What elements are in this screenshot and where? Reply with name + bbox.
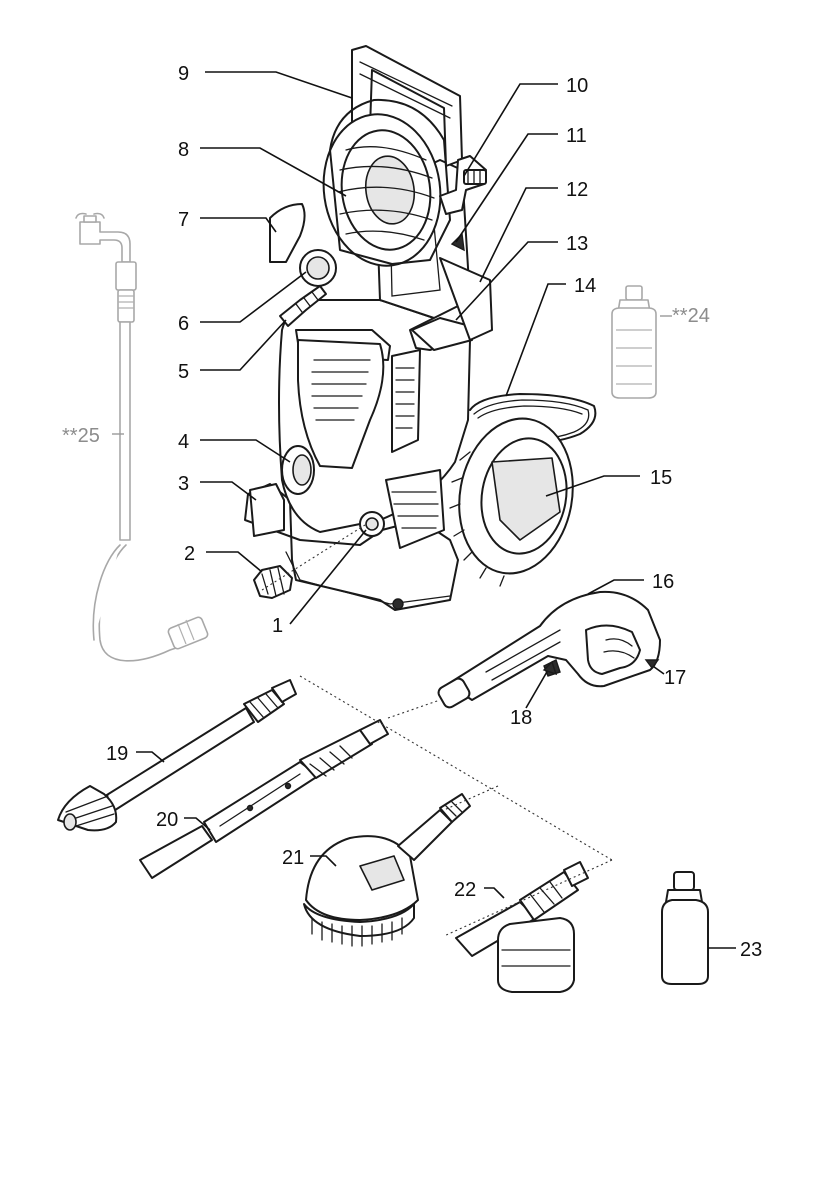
pressure-washer-main-unit [245,46,595,610]
callout-19: 19 [106,743,128,765]
callout-4: 4 [178,431,189,453]
callout-10: 10 [566,75,588,97]
callout-7: 7 [178,209,189,231]
callout-2: 2 [184,543,195,565]
callout-20: 20 [156,809,178,831]
callout-8: 8 [178,139,189,161]
callout-21: 21 [282,847,304,869]
callout-6: 6 [178,313,189,335]
callout-23: 23 [740,939,762,961]
callout-15: 15 [650,467,672,489]
callout-9: 9 [178,63,189,85]
callout-3: 3 [178,473,189,495]
detergent-bottle [662,872,708,984]
callout-25: **25 [62,425,100,447]
callout-13: 13 [566,233,588,255]
callout-22: 22 [454,879,476,901]
callout-12: 12 [566,179,588,201]
callout-5: 5 [178,361,189,383]
callout-11: 11 [566,125,587,147]
callout-18: 18 [510,707,532,729]
callout-16: 16 [652,571,674,593]
trigger-gun [436,592,660,710]
callout-14: 14 [574,275,596,297]
detergent-bottle-optional [612,286,656,398]
callout-1: 1 [272,615,283,637]
rotating-wash-brush [304,794,470,946]
callout-17: 17 [664,667,686,689]
callout-24: **24 [672,305,710,327]
